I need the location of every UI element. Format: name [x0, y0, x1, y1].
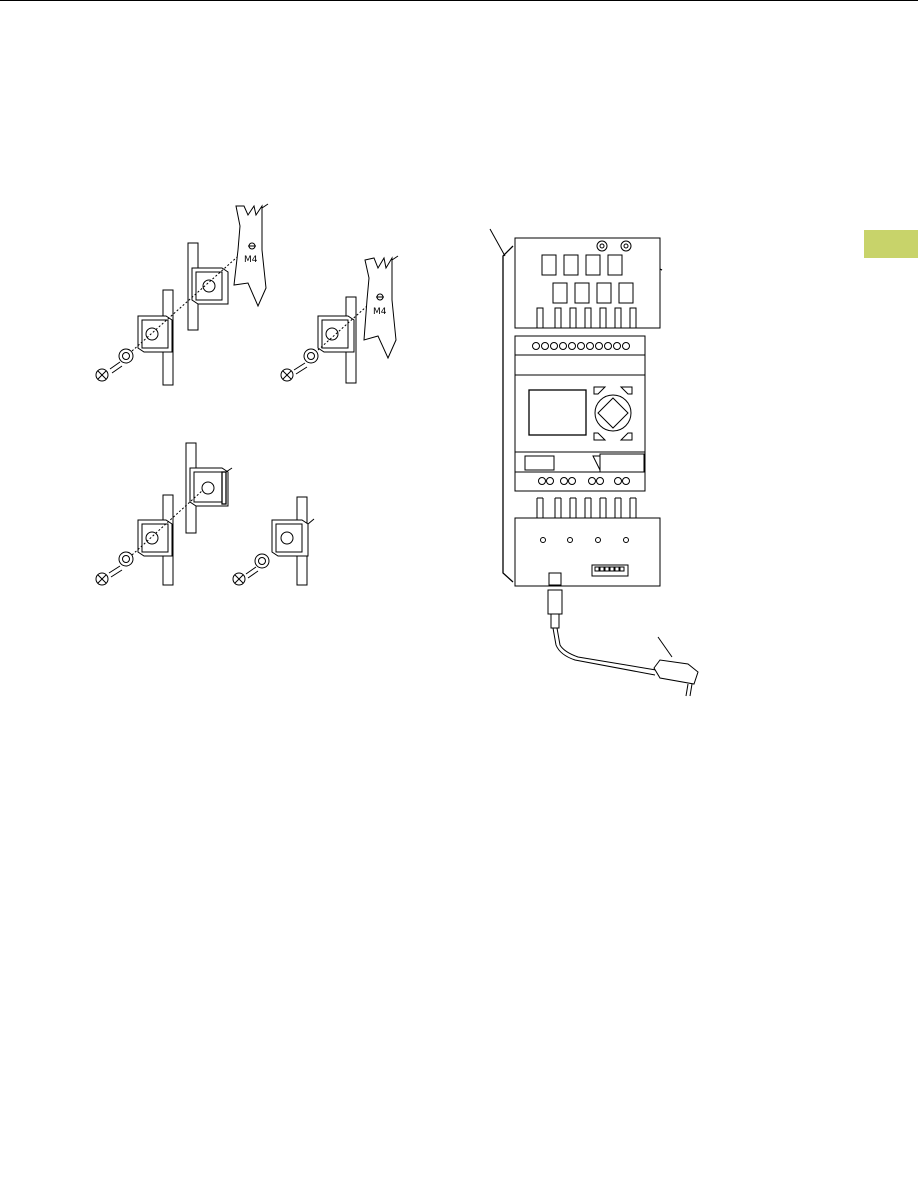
terminal-row-top — [532, 342, 630, 350]
connector-block — [591, 564, 629, 577]
clamp-assembly-2: M4 — [280, 255, 399, 384]
cable — [552, 627, 657, 676]
terminal-row-bottom — [538, 477, 630, 485]
keypad — [593, 386, 633, 441]
clamp-assembly-4 — [232, 496, 315, 586]
bracket-label: M4 — [244, 255, 258, 265]
section-tab — [864, 230, 918, 258]
clamp-assembly-3 — [95, 442, 233, 586]
clamp-assembly-1: M4 — [95, 203, 269, 386]
controller-assembly — [489, 228, 699, 697]
display-screen — [528, 389, 587, 436]
bracket-label: M4 — [373, 307, 387, 317]
cooling-fins-bottom — [536, 497, 637, 518]
relay-block — [541, 254, 634, 304]
header-rule — [0, 0, 918, 1]
cooling-fins-top — [536, 307, 637, 328]
